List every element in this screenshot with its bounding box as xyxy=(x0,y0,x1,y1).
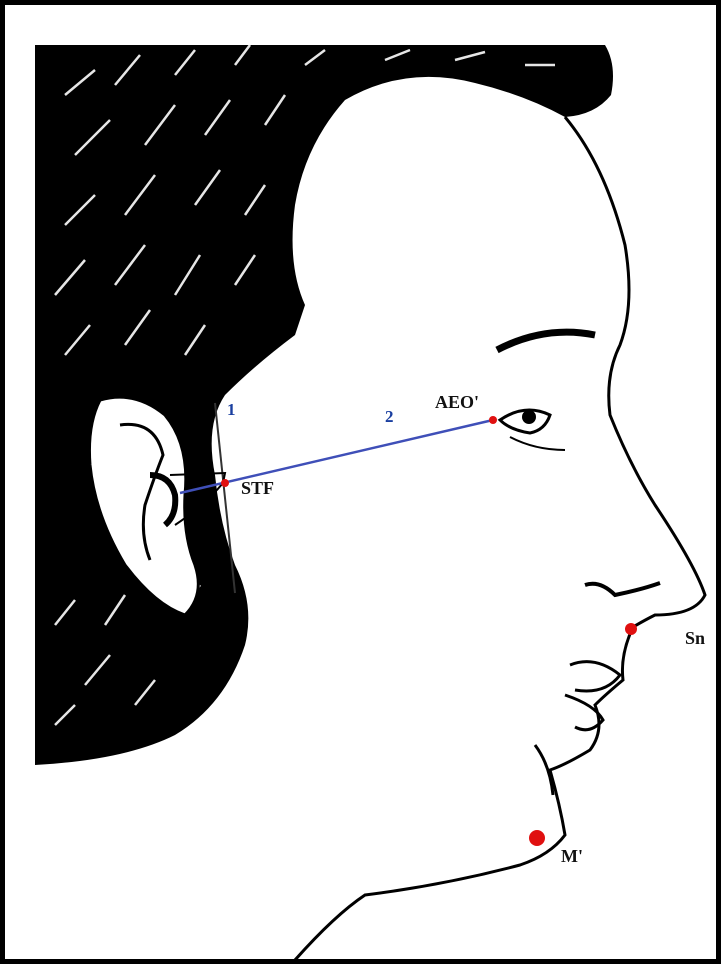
landmark-m xyxy=(529,830,545,846)
profile-drawing xyxy=(5,5,721,969)
landmark-stf xyxy=(221,479,229,487)
face-profile xyxy=(295,117,705,960)
stf-label: STF xyxy=(241,479,274,497)
m-label: M' xyxy=(561,847,583,865)
line-1-label: 1 xyxy=(227,401,236,418)
aeo-label: AEO' xyxy=(435,393,479,411)
line-2-label: 2 xyxy=(385,408,394,425)
landmark-sn xyxy=(625,623,637,635)
landmark-aeo xyxy=(489,416,497,424)
sn-label: Sn xyxy=(685,629,705,647)
